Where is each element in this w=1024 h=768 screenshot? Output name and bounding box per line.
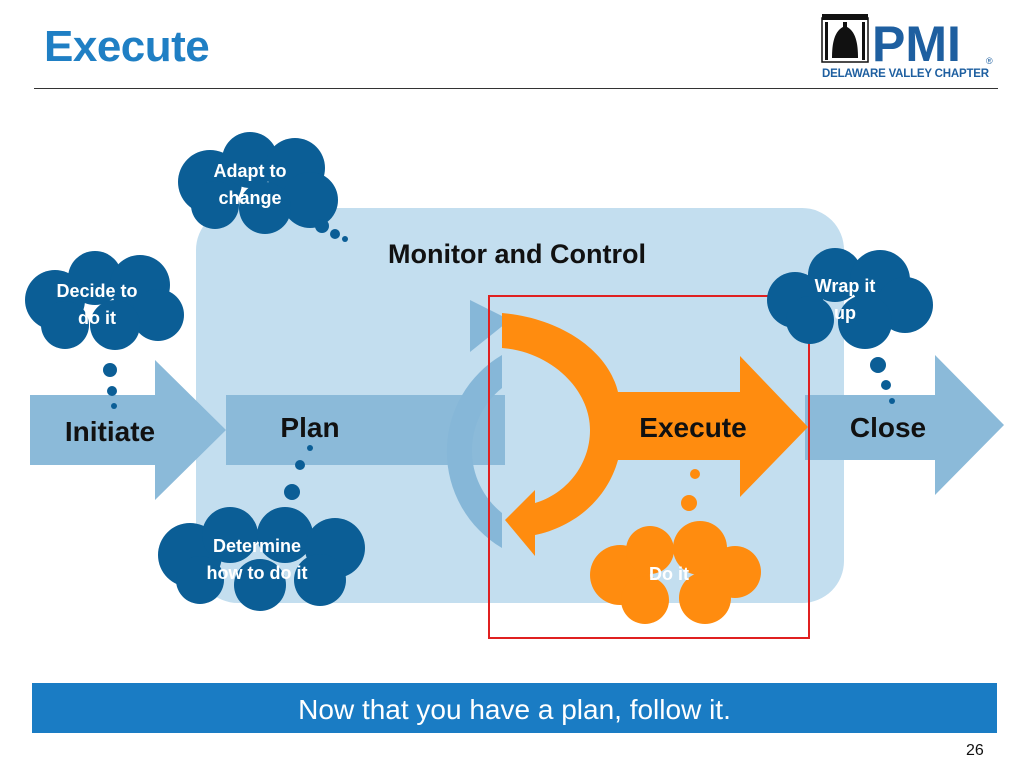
thought-wrap-line1: Wrap it: [815, 276, 876, 296]
logo-subtitle: DELAWARE VALLEY CHAPTER: [822, 68, 989, 80]
page-number: 26: [966, 742, 984, 759]
thought-cloud-decide: Decide to do it: [25, 251, 184, 409]
registered-mark: ®: [986, 56, 993, 66]
process-diagram: Monitor and Control Initiate Plan Close …: [25, 132, 1004, 639]
thought-cloud-wrap: Wrap it up: [767, 248, 933, 404]
thought-cloud-determine: Determine how to do it: [158, 445, 365, 611]
thought-adapt-line2: change: [218, 188, 281, 208]
logo-wordmark: PMI: [872, 16, 961, 68]
liberty-bell-icon: PMI ®: [821, 14, 993, 72]
thought-determine-line2: how to do it: [207, 563, 308, 583]
plan-label: Plan: [280, 412, 339, 443]
close-arrow: [805, 355, 1004, 495]
plan-arrow: [226, 395, 505, 465]
thought-adapt-line1: Adapt to: [214, 161, 287, 181]
slide-title: Execute: [44, 22, 210, 71]
thought-decide-line2: do it: [78, 308, 116, 328]
execute-highlight-box: [488, 295, 810, 639]
thought-wrap-line2: up: [834, 303, 856, 323]
execute-cycle-orange: [502, 313, 808, 556]
close-label: Close: [850, 412, 926, 443]
thought-determine-line1: Determine: [213, 536, 301, 556]
pmi-logo: PMI ®: [820, 12, 998, 84]
thought-cloud-doit: Do it: [590, 469, 761, 624]
thought-decide-line1: Decide to: [56, 281, 137, 301]
thought-doit-line1: Do it: [649, 564, 689, 584]
summary-banner-text: Now that you have a plan, follow it.: [298, 694, 731, 725]
title-divider: [34, 88, 998, 89]
summary-banner: Now that you have a plan, follow it.: [32, 683, 997, 733]
monitor-control-label: Monitor and Control: [388, 239, 646, 269]
execute-label: Execute: [639, 412, 746, 443]
thought-cloud-adapt: Adapt to change: [178, 132, 348, 242]
initiate-label: Initiate: [65, 416, 155, 447]
initiate-arrow: [30, 360, 226, 500]
